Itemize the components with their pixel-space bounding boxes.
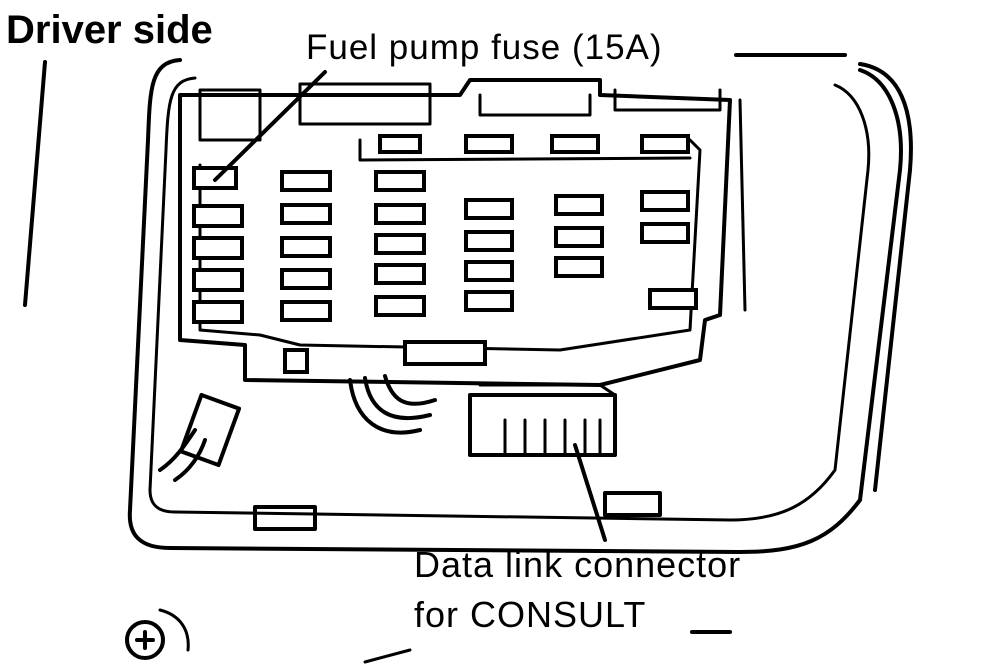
screw-icon bbox=[125, 608, 190, 660]
driver-side-title: Driver side bbox=[6, 8, 213, 52]
data-link-connector-callout-line1: Data link connector bbox=[414, 544, 742, 585]
data-link-connector-callout-line2: for CONSULT bbox=[414, 594, 647, 635]
fuel-pump-fuse-leader-line bbox=[213, 70, 327, 182]
outer-panel bbox=[127, 53, 913, 554]
panel-clip-right bbox=[603, 491, 662, 517]
bottom-edge-line bbox=[363, 648, 412, 664]
driver-side-leader-line bbox=[23, 60, 47, 307]
data-link-connector bbox=[468, 383, 617, 457]
fuse-array bbox=[192, 134, 698, 374]
panel-clip-left bbox=[253, 505, 317, 531]
fuel-pump-fuse-callout: Fuel pump fuse (15A) bbox=[306, 28, 663, 67]
wiring-harness bbox=[158, 374, 437, 482]
data-link-connector-leader-line bbox=[573, 443, 607, 542]
